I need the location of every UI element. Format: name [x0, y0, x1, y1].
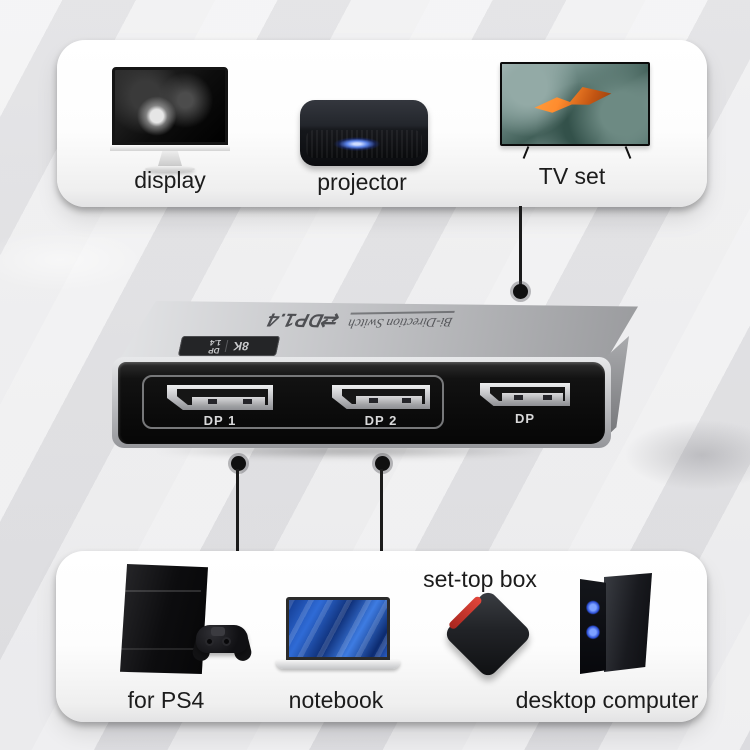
cable-dp1-connector-dot [231, 456, 246, 471]
notebook-icon [286, 597, 390, 660]
desktop-computer-label: desktop computer [515, 687, 699, 713]
badge-version: 1.4 [209, 338, 223, 347]
badge-resolution: 8K [225, 339, 250, 353]
dp-out-port-icon [480, 383, 570, 406]
display-monitor-base [145, 166, 195, 172]
notebook-screen [289, 600, 387, 657]
switch-brand-model-text: DP1.4 [264, 308, 326, 331]
cable-dp2-connector-dot [375, 456, 390, 471]
switch-8k-dp-badge: 8K DP 1.4 [177, 336, 281, 356]
dp1-port-icon [167, 385, 273, 410]
tv-set-label: TV set [538, 163, 606, 189]
dp-out-port-label: DP [514, 411, 536, 426]
display-monitor-chin [110, 145, 230, 151]
output-devices-panel: display projector TV set [57, 40, 707, 207]
desktop-computer-icon [580, 573, 656, 674]
controller-stick-left [205, 637, 214, 646]
notebook-base [276, 660, 400, 669]
dp2-port-icon [332, 385, 430, 409]
cable-dp1-to-sources [236, 469, 239, 552]
tv-leg-left [522, 146, 530, 159]
set-top-box-red-edge [447, 595, 484, 631]
tv-screen [502, 64, 648, 144]
display-label: display [134, 167, 206, 193]
cable-tv-connector-dot [513, 284, 528, 299]
display-monitor-icon [112, 67, 228, 145]
tv-screen-bird-art [532, 80, 613, 122]
projector-icon [300, 100, 428, 166]
dp-out-port-tongue [501, 393, 563, 402]
badge-port: DP [207, 346, 221, 355]
switch-brand-print: Bi-Direction Switch ⇄DP1.4 [196, 303, 524, 338]
source-devices-panel: for PS4 notebook set-top box desktop com… [56, 551, 707, 722]
cable-dp2-to-sources [380, 469, 383, 552]
cable-tv-to-switch [519, 206, 522, 286]
set-top-box-label: set-top box [423, 566, 537, 592]
tower-side-panel [604, 573, 652, 672]
switch-front-face: DP 1 DP 2 DP [118, 362, 605, 444]
tower-front-panel [580, 579, 606, 674]
dp1-port-tongue [192, 397, 265, 406]
dp2-port-tongue [355, 396, 423, 405]
notebook-label: notebook [288, 687, 384, 713]
display-monitor-stand [158, 151, 182, 166]
projector-label: projector [317, 169, 407, 195]
tv-set-icon [500, 62, 650, 146]
dp1-port-label: DP 1 [203, 413, 237, 428]
switch-brand-model: ⇄DP1.4 [265, 308, 343, 332]
tv-leg-right [624, 146, 632, 159]
controller-stick-right [222, 637, 231, 646]
switch-brand-name: Bi-Direction Switch [346, 311, 456, 333]
dp2-port-label: DP 2 [364, 413, 398, 428]
set-top-box-icon [442, 588, 534, 680]
controller-touchpad [211, 627, 225, 636]
ps4-controller-icon [190, 621, 254, 663]
badge-dp-version: DP 1.4 [207, 338, 223, 355]
ps4-label: for PS4 [127, 687, 205, 713]
dp-input-group-outline [142, 375, 444, 429]
projector-lens-glow-icon [324, 133, 390, 155]
